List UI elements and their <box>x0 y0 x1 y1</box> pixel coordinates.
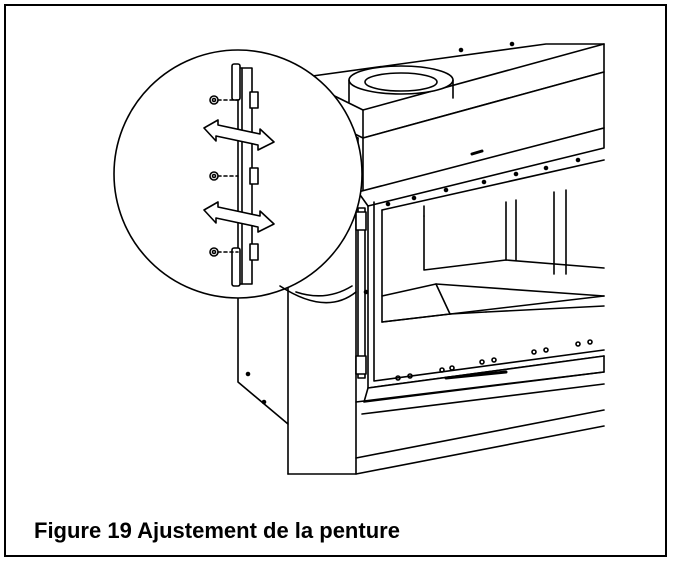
fireplace-insert-illustration <box>113 41 605 475</box>
door-hinge <box>355 207 369 379</box>
figure-frame: Figure 19 Ajustement de la penture <box>4 4 667 557</box>
door-frame <box>357 127 605 389</box>
detail-magnifier <box>113 49 363 304</box>
lower-trim <box>355 339 605 415</box>
figure-caption: Figure 19 Ajustement de la penture <box>34 518 400 543</box>
